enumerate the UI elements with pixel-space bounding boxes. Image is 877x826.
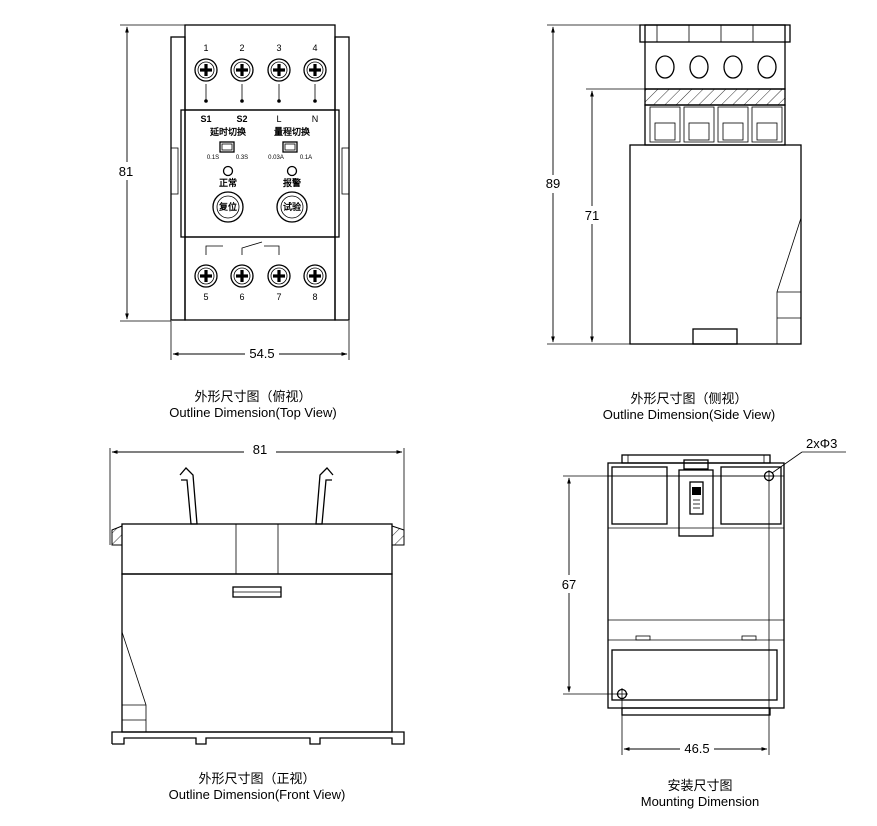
label-l: L: [276, 114, 281, 124]
normal-indicator-label: 正常: [219, 177, 237, 188]
terminal-screw-icon: [267, 264, 291, 288]
delay-switch-label: 延时切换: [209, 126, 247, 137]
screw-access-hole-icon: [689, 55, 709, 79]
range-option-low: 0.03A: [268, 155, 284, 161]
terminal-screw-icon: [267, 58, 291, 82]
top-view-caption-en: Outline Dimension(Top View): [169, 405, 336, 420]
front-view-caption-en: Outline Dimension(Front View): [169, 787, 346, 802]
front-view-terminal-hook-right: [315, 467, 334, 525]
terminal-screw-icon: [230, 58, 254, 82]
test-button-label: 试验: [283, 201, 302, 212]
label-n: N: [312, 114, 319, 124]
front-view-terminal-hook-left: [179, 467, 198, 525]
side-view-caption-cn: 外形尺寸图（侧视）: [630, 391, 747, 406]
mounting-caption-en: Mounting Dimension: [641, 794, 760, 809]
terminal-number-6: 6: [239, 292, 244, 302]
mounting-caption-cn: 安装尺寸图: [667, 778, 732, 793]
top-view: 1 2 3 4 S1 S2 L N 延时切换 量程切换 0.1S 0.3S 0.…: [113, 24, 350, 420]
delay-option-low: 0.1S: [207, 155, 219, 161]
delay-switch[interactable]: [219, 141, 235, 153]
terminal-screw-icon: [194, 58, 218, 82]
front-view-width-dimension: 81: [253, 442, 267, 457]
mounting-hole-callout: 2xΦ3: [806, 436, 837, 451]
front-view-cover: [121, 523, 393, 575]
terminal-number-7: 7: [276, 292, 281, 302]
label-s1: S1: [200, 114, 211, 124]
screw-access-hole-icon: [757, 55, 777, 79]
terminal-number-2: 2: [239, 43, 244, 53]
mounting-view: 2xΦ3 67 46.5 安装尺寸图 Mounting Dimension: [556, 436, 846, 809]
front-view: 81 外形尺寸图（正视） Outline Dimension(Front Vie…: [109, 440, 405, 802]
terminal-number-4: 4: [312, 43, 317, 53]
label-s2: S2: [236, 114, 247, 124]
normal-indicator-led-icon: [222, 165, 234, 177]
side-view-hatched-section: [644, 88, 786, 106]
side-view-caption-en: Outline Dimension(Side View): [603, 407, 775, 422]
top-view-body: [184, 24, 336, 321]
terminal-screw-icon: [230, 264, 254, 288]
range-switch-label: 量程切换: [274, 126, 311, 137]
terminal-screw-icon: [303, 58, 327, 82]
mounting-height-dimension: 67: [562, 577, 576, 592]
mounting-width-dimension: 46.5: [684, 741, 709, 756]
reset-button[interactable]: 复位: [212, 191, 244, 223]
side-view-body-height-dimension: 71: [585, 208, 599, 223]
front-view-caption-cn: 外形尺寸图（正视）: [198, 771, 315, 786]
front-view-body: [121, 573, 393, 733]
side-view: 89 71 外形尺寸图（侧视） Outline Dimension(Side V…: [540, 24, 802, 422]
range-switch[interactable]: [282, 141, 298, 153]
alarm-indicator-led-icon: [286, 165, 298, 177]
top-view-width-dimension: 54.5: [249, 346, 274, 361]
terminal-number-3: 3: [276, 43, 281, 53]
terminal-number-1: 1: [203, 43, 208, 53]
screw-access-hole-icon: [655, 55, 675, 79]
reset-button-label: 复位: [218, 201, 237, 212]
terminal-number-8: 8: [312, 292, 317, 302]
top-view-height-dimension: 81: [119, 164, 133, 179]
mounting-view-din-clip: [678, 469, 714, 537]
test-button[interactable]: 试验: [276, 191, 308, 223]
terminal-number-5: 5: [203, 292, 208, 302]
side-view-body: [629, 144, 802, 345]
terminal-screw-icon: [303, 264, 327, 288]
delay-option-high: 0.3S: [236, 155, 248, 161]
alarm-indicator-label: 报警: [283, 177, 301, 188]
side-view-total-height-dimension: 89: [546, 176, 560, 191]
range-option-high: 0.1A: [300, 155, 312, 161]
screw-access-hole-icon: [723, 55, 743, 79]
terminal-screw-icon: [194, 264, 218, 288]
top-view-panel: [180, 109, 340, 238]
top-view-caption-cn: 外形尺寸图（俯视）: [194, 389, 311, 404]
